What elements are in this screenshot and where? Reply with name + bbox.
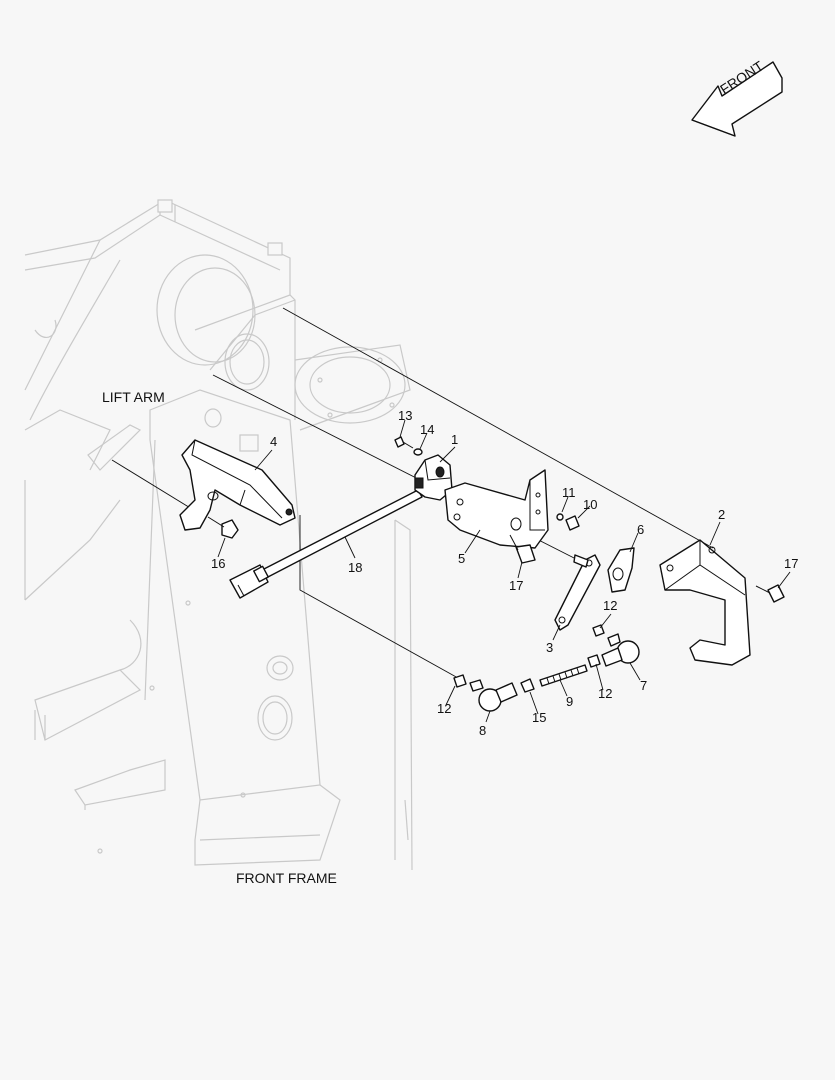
callout-14: 14	[420, 422, 435, 437]
callout-10: 10	[583, 497, 598, 512]
callout-7: 7	[640, 678, 648, 693]
part-12-nut-upper	[592, 624, 605, 637]
callout-5: 5	[458, 551, 466, 566]
callout-6: 6	[637, 522, 645, 537]
part-13-screw	[394, 436, 414, 449]
callout-13: 13	[398, 408, 413, 423]
front-frame-label: FRONT FRAME	[236, 870, 337, 886]
part-2-cover	[659, 539, 751, 666]
part-6-clip	[607, 547, 635, 593]
callout-12-left: 12	[437, 701, 452, 716]
part-17-bolt-lower	[509, 534, 536, 564]
callout-12-middle: 12	[598, 686, 613, 701]
part-3-lever	[554, 554, 601, 631]
part-12-nut-middle	[587, 654, 601, 668]
callout-1: 1	[451, 432, 459, 447]
part-15-nut	[520, 678, 535, 693]
part-10-screw	[565, 515, 580, 531]
part-4-bracket	[179, 439, 296, 531]
part-12-nut-left	[453, 674, 467, 688]
callout-12-upper: 12	[603, 598, 618, 613]
part-18-rod	[229, 489, 423, 599]
part-14-washer	[413, 448, 423, 456]
part-16-bolt	[207, 516, 239, 539]
callout-16: 16	[211, 556, 226, 571]
part-11-washer	[556, 513, 564, 521]
front-direction-arrow	[691, 61, 783, 137]
lift-arm-label: LIFT ARM	[102, 389, 165, 405]
callout-9: 9	[566, 694, 574, 709]
callout-17-lower: 17	[509, 578, 524, 593]
callout-15: 15	[532, 710, 547, 725]
callout-2: 2	[718, 507, 726, 522]
part-7-ball-joint	[601, 633, 640, 667]
part-17-bolt-right	[755, 584, 785, 603]
callout-18: 18	[348, 560, 363, 575]
callout-4: 4	[270, 434, 278, 449]
callout-17-right: 17	[784, 556, 799, 571]
callout-3: 3	[546, 640, 554, 655]
part-5-plate	[444, 469, 549, 549]
part-8-ball-joint	[469, 679, 518, 712]
part-9-threaded-rod	[539, 664, 588, 687]
leader-lines	[217, 419, 791, 723]
front-frame-ghost	[24, 294, 413, 871]
callout-11: 11	[562, 485, 576, 500]
callout-8: 8	[479, 723, 487, 738]
